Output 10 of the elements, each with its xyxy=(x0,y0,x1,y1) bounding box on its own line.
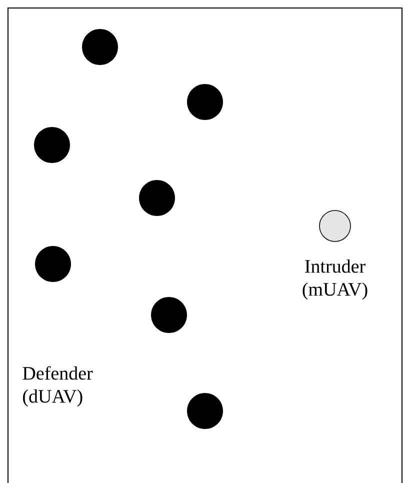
defender-dot xyxy=(34,127,70,163)
beside-label: Intruder (mUAV) xyxy=(302,259,368,300)
defender-dot xyxy=(35,246,71,282)
defender-dot xyxy=(187,84,223,120)
defender-dot xyxy=(82,29,118,65)
defender-dot xyxy=(187,393,223,429)
group-label: Defender (dUAV) xyxy=(22,366,93,407)
intruder-circle xyxy=(319,210,351,242)
defender-dot xyxy=(151,297,187,333)
defender-dot xyxy=(139,180,175,216)
